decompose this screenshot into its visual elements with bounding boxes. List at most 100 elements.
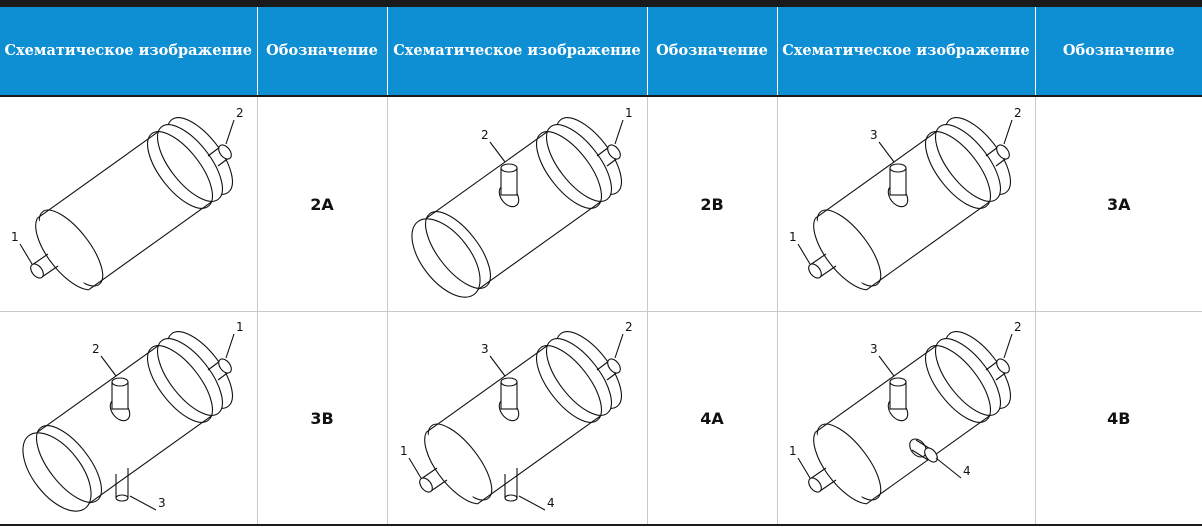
port-label-leader — [878, 355, 895, 377]
port-label: 1 — [400, 444, 408, 458]
nozzle-left — [31, 253, 59, 278]
header-code-2: Обозначение — [647, 7, 778, 97]
vessel-end-left — [813, 217, 867, 291]
header-image-2: Схематическое изображение — [387, 7, 648, 97]
vessel-flange-line-right — [147, 345, 214, 423]
port-label: 2 — [481, 128, 489, 142]
designation-code: 3B — [257, 311, 388, 526]
vessel-schematic-4b: 2 1 3 4 — [789, 320, 1022, 505]
port-label-leader — [100, 355, 117, 377]
nozzle-right-opening — [996, 144, 1010, 160]
port-label-leader — [225, 333, 235, 359]
vessel-end-left — [813, 431, 867, 505]
vessel-flange-right — [546, 338, 612, 416]
vessel-flange-right — [935, 124, 1001, 202]
port-label: 3 — [870, 342, 878, 356]
port-label: 2 — [92, 342, 100, 356]
port-label-leader — [614, 119, 624, 145]
port-label: 1 — [789, 444, 797, 458]
vessel-flange-line-left — [36, 425, 103, 503]
port-label: 3 — [158, 496, 166, 510]
port-label: 4 — [963, 464, 971, 478]
port-label-leader — [614, 333, 624, 359]
header-code-3: Обозначение — [1035, 7, 1202, 97]
port-label: 1 — [236, 320, 244, 334]
nozzle-left-opening — [808, 477, 822, 493]
vessel-flange-line-right — [536, 345, 602, 423]
nozzle-left-opening — [419, 477, 433, 493]
vessel-end-left — [35, 217, 89, 291]
vessel-flange-line-right — [925, 345, 991, 423]
port-label-leader — [19, 243, 33, 265]
vessel-flange-line-right — [147, 131, 214, 209]
top-rule — [0, 0, 1202, 7]
port-label: 1 — [11, 230, 19, 244]
port-label-leader — [878, 141, 895, 163]
vessel-body — [426, 343, 601, 505]
port-label-leader — [489, 141, 506, 163]
vessel-flange-line-right — [536, 131, 602, 209]
port-label-leader — [935, 457, 962, 479]
port-label: 2 — [1014, 106, 1022, 120]
header-image-3: Схематическое изображение — [777, 7, 1036, 97]
nozzle-left-opening — [808, 263, 822, 279]
vessel-schematic-2a: 21 — [11, 106, 244, 291]
port-label-leader — [1003, 333, 1013, 359]
nozzle-bottom-opening — [115, 494, 129, 502]
vessel-end-dome-left — [411, 218, 481, 298]
vessel-flange-line-right — [925, 131, 991, 209]
nozzle-top-opening — [111, 377, 129, 387]
vessel-schematic-2b: 12 — [411, 106, 633, 298]
port-label-leader — [408, 457, 422, 479]
port-label: 3 — [481, 342, 489, 356]
nozzle-left-opening — [30, 263, 45, 279]
schematic-cell: 2 1 3 4 — [777, 311, 1036, 526]
designation-code: 4A — [647, 311, 778, 526]
port-label: 2 — [625, 320, 633, 334]
nozzle-top-opening — [500, 163, 518, 173]
nozzle-left — [809, 253, 837, 278]
port-label-leader — [797, 243, 811, 265]
vessel-flange-right — [157, 338, 224, 416]
port-label: 1 — [789, 230, 797, 244]
vessel-end-dome-left — [22, 432, 92, 512]
vessel-schematic-3a: 213 — [789, 106, 1022, 291]
vessel-flange-right — [546, 124, 612, 202]
port-label: 2 — [1014, 320, 1022, 334]
port-label-leader — [489, 355, 506, 377]
port-label-leader — [129, 495, 157, 511]
vessel-flange-right — [935, 338, 1001, 416]
port-label-leader — [518, 495, 546, 511]
vessel-body — [815, 129, 990, 291]
nozzle-bottom — [115, 468, 129, 498]
nozzle-right-opening — [996, 358, 1010, 374]
nozzle-side-opening — [924, 447, 938, 463]
vessel-body — [426, 129, 601, 291]
nozzle-bottom-opening — [504, 494, 518, 502]
port-label: 1 — [625, 106, 633, 120]
nozzle-left — [809, 467, 837, 492]
nozzle-right-opening — [607, 358, 621, 374]
nozzle-top-opening — [500, 377, 518, 387]
nozzle-top-opening — [889, 163, 907, 173]
nozzle-bottom — [504, 468, 518, 498]
designation-code: 2B — [647, 96, 778, 312]
header-row: Схематическое изображение Обозначение Сх… — [0, 7, 1202, 97]
vessel-end-left — [424, 431, 478, 505]
nozzle-right-opening — [218, 144, 233, 160]
designation-code: 3A — [1035, 96, 1202, 312]
nozzle-right-opening — [607, 144, 621, 160]
header-code-1: Обозначение — [257, 7, 388, 97]
vessel-body — [37, 343, 213, 505]
designation-table: Схематическое изображение Обозначение Сх… — [0, 7, 1202, 526]
nozzle-right-opening — [218, 358, 233, 374]
nozzle-left — [420, 467, 448, 492]
header-image-1: Схематическое изображение — [0, 7, 258, 97]
